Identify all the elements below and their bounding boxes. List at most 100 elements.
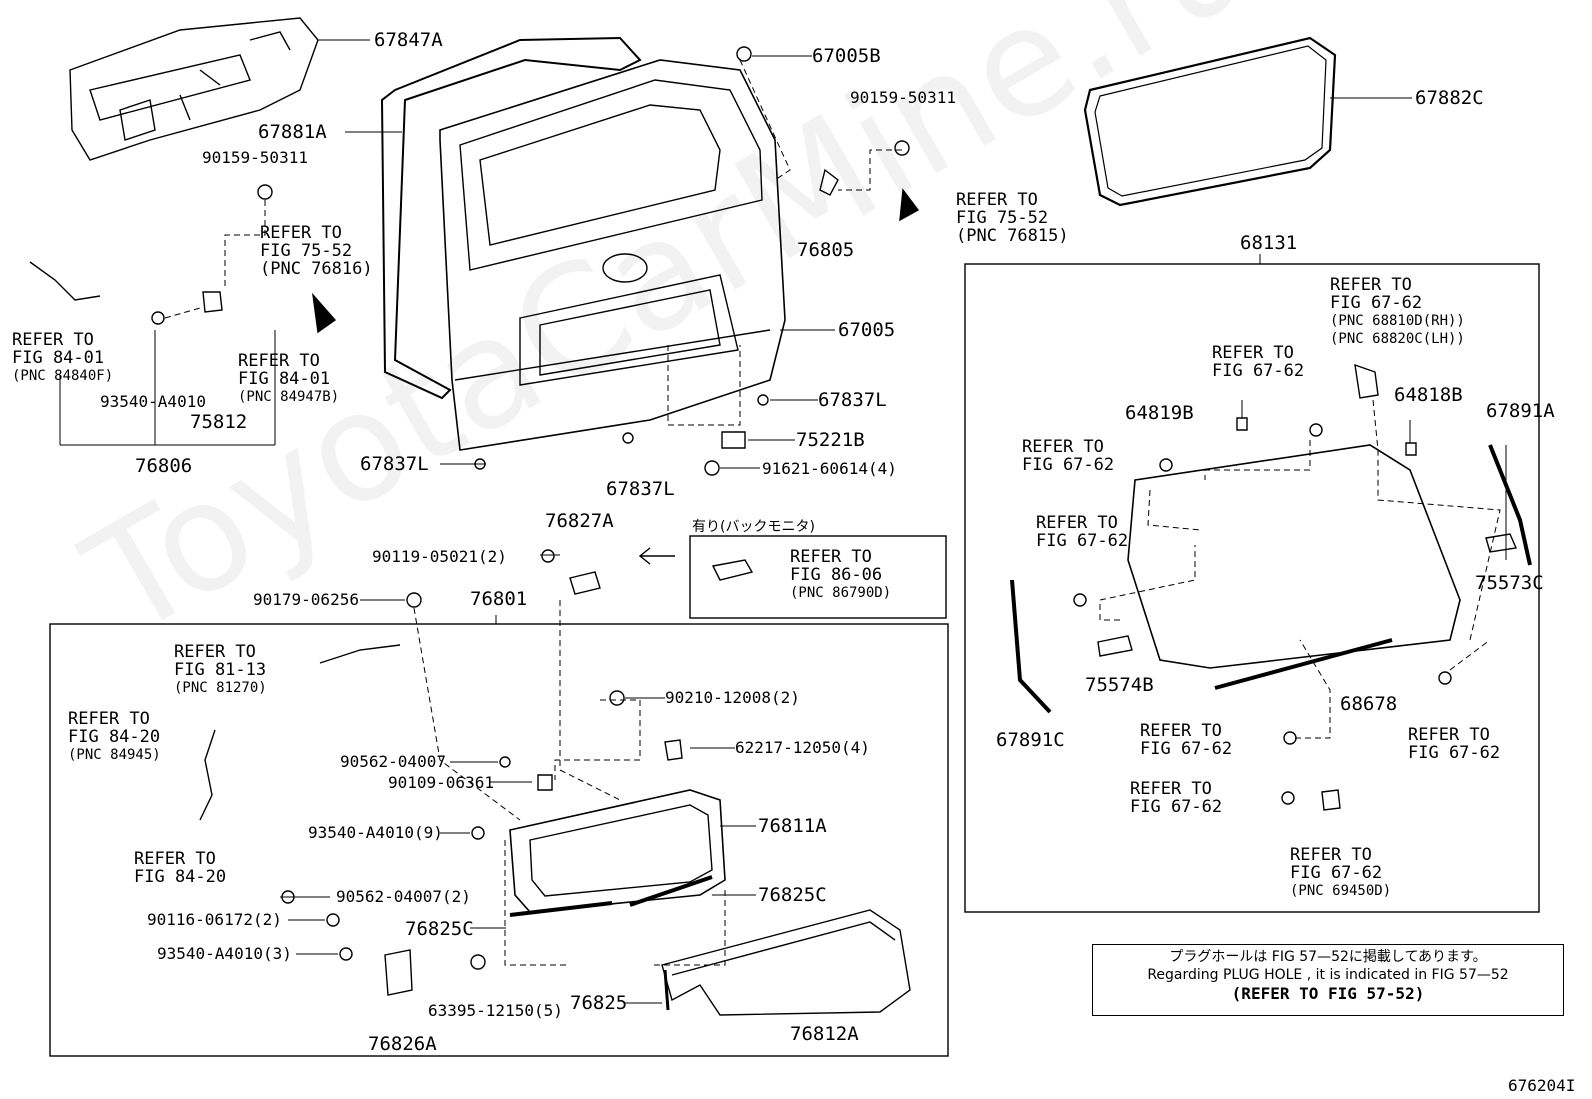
wire-84945-shape	[199, 729, 216, 821]
bolt-90159-a-shape	[257, 184, 273, 200]
callout-75221B: 75221B	[796, 429, 865, 451]
lamp-75573C-shape	[1485, 533, 1517, 553]
clip-67-62-e-shape	[1283, 731, 1297, 745]
callout-91621: 91621-60614(4)	[762, 459, 897, 478]
callout-68131: 68131	[1240, 232, 1298, 254]
callout-62217: 62217-12050(4)	[735, 738, 870, 757]
weatherstrip-67881A-shape	[380, 36, 642, 400]
callout-67005B: 67005B	[812, 45, 881, 67]
clip-67005B-shape	[736, 46, 752, 62]
hinge-64819B-shape	[1236, 417, 1248, 431]
callout-90159-a: 90159-50311	[202, 148, 308, 167]
callout-76826A: 76826A	[368, 1033, 437, 1055]
callout-90210: 90210-12008(2)	[665, 688, 800, 707]
bracket-75221B-shape	[721, 431, 746, 449]
cover-76815-shape	[899, 188, 920, 222]
callout-68678: 68678	[1340, 693, 1398, 715]
clip-93540-a-shape	[151, 311, 165, 325]
callout-76801: 76801	[470, 588, 528, 610]
callout-63395: 63395-12150(5)	[428, 1001, 563, 1020]
callout-75573C: 75573C	[1475, 572, 1544, 594]
bracket-76826A-shape	[384, 949, 413, 996]
callout-90562-a: 90562-04007	[340, 752, 446, 771]
callout-64819B: 64819B	[1125, 402, 1194, 424]
callout-76825C-a: 76825C	[758, 884, 827, 906]
callout-90562-b: 90562-04007(2)	[336, 887, 471, 906]
washer-90562-a-shape	[499, 756, 511, 768]
clip-62217-shape	[664, 739, 683, 761]
clip-93540-b-shape	[471, 826, 485, 840]
callout-90109: 90109-06361	[388, 773, 494, 792]
nut-90179-shape	[406, 592, 422, 608]
callout-75574B: 75574B	[1085, 674, 1154, 696]
glass-assembly-frame	[964, 263, 1540, 913]
callout-67891C: 67891C	[996, 729, 1065, 751]
callout-90159-b: 90159-50311	[850, 88, 956, 107]
callout-90119: 90119-05021(2)	[372, 547, 507, 566]
insulator-67847A-shape	[69, 17, 319, 161]
callout-67837L-a: 67837L	[818, 389, 887, 411]
callout-93540-b: 93540-A4010(9)	[308, 823, 443, 842]
note-refer: (REFER TO FIG 57-52)	[1231, 984, 1425, 1003]
callout-90116: 90116-06172(2)	[147, 910, 282, 929]
back-door-67005-shape	[439, 59, 786, 451]
callout-76811A: 76811A	[758, 815, 827, 837]
garnish-assembly-frame	[49, 623, 949, 1057]
callout-76825: 76825	[570, 992, 628, 1014]
clip-63395-shape	[470, 954, 486, 970]
figure-id: 676204I	[1508, 1076, 1576, 1095]
callout-76827A: 76827A	[545, 510, 614, 532]
garnish-76812A-shape	[661, 909, 911, 1016]
clip-67837L-c-shape	[622, 432, 634, 444]
cover-76816-shape	[311, 292, 337, 334]
screw-90119-shape	[541, 549, 555, 563]
callout-67847A: 67847A	[374, 29, 443, 51]
dashed-lines	[164, 59, 1501, 966]
wire-81270-shape	[319, 644, 401, 664]
note-english: Regarding PLUG HOLE , it is indicated in…	[1147, 966, 1509, 983]
back-monitor-label: 有り(バックモニタ)	[692, 519, 815, 535]
callout-76825C-b: 76825C	[405, 918, 474, 940]
clip-67837L-shape	[757, 394, 769, 406]
camera-76827A-shape	[569, 571, 601, 595]
back-monitor-frame	[689, 535, 947, 619]
washer-nozzle-69450D-shape	[1321, 789, 1341, 811]
clip-67-62-c-shape	[1073, 593, 1087, 607]
clip-67-62-d-shape	[1438, 671, 1452, 685]
leader-lines	[59, 39, 1507, 1004]
callout-76812A: 76812A	[790, 1023, 859, 1045]
bolt-90159-b-shape	[894, 140, 910, 156]
glass-seal-67882C-shape	[1083, 36, 1337, 207]
callout-64818B: 64818B	[1394, 384, 1463, 406]
clip-67-62-b-shape	[1159, 458, 1173, 472]
molding-67891A-shape	[1488, 444, 1532, 566]
callout-90179: 90179-06256	[253, 590, 359, 609]
clip-67-62-a-shape	[1309, 423, 1323, 437]
bracket-75812-shape	[202, 291, 223, 313]
callout-93540-c: 93540-A4010(3)	[157, 944, 292, 963]
clip-93540-c-shape	[339, 947, 353, 961]
callout-67881A: 67881A	[258, 121, 327, 143]
bolt-90116-shape	[326, 913, 340, 927]
hinge-64818B-shape	[1405, 442, 1417, 456]
callout-76805: 76805	[797, 239, 855, 261]
callout-76806: 76806	[135, 455, 193, 477]
lamp-75574B-shape	[1097, 635, 1133, 657]
nut-90210-shape	[609, 690, 625, 706]
callout-67837L-b: 67837L	[360, 453, 429, 475]
